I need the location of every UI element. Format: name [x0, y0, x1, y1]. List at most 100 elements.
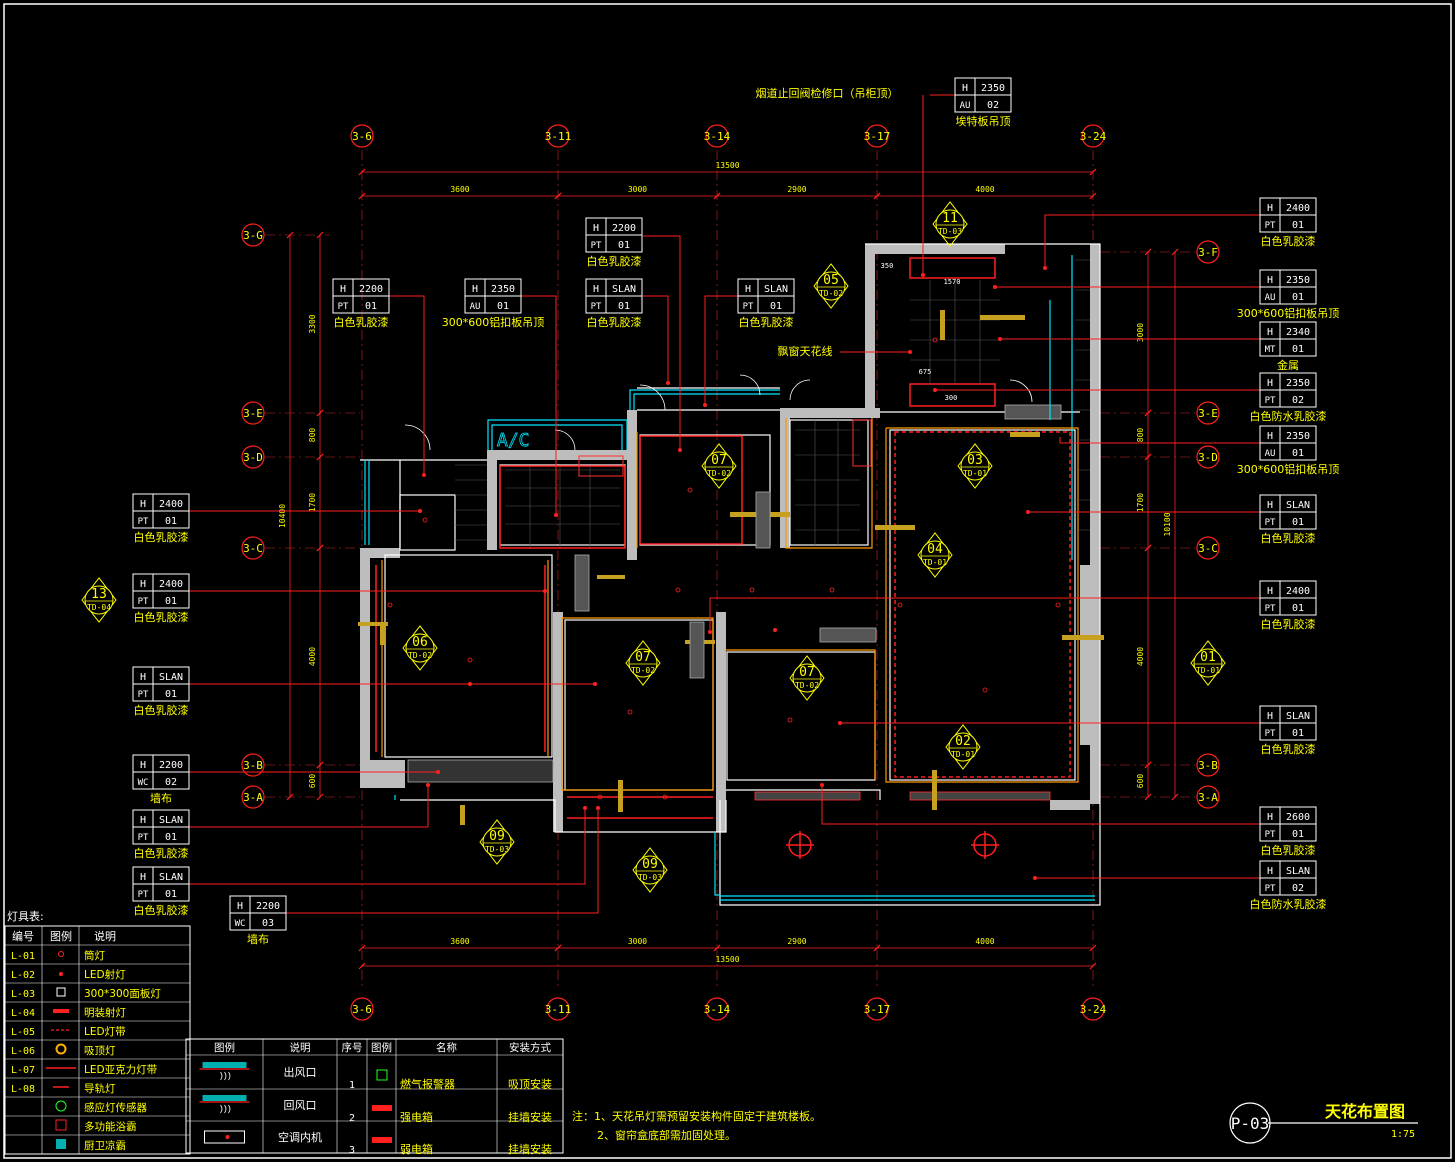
tag-height-key: H [140, 815, 146, 826]
tag-height-value: SLAN [159, 872, 183, 883]
tag-material-label: 白色乳胶漆 [134, 610, 189, 624]
tag-material-code: PT [338, 302, 349, 312]
tag-material-label: 白色乳胶漆 [587, 254, 642, 268]
leader-line [643, 235, 681, 450]
tag-material-number: 01 [165, 889, 177, 900]
section-sheet: TD-01 [923, 558, 947, 567]
tag-height-value: SLAN [159, 815, 183, 826]
light-fixture-mark [749, 587, 755, 593]
grid-bubble-label: 3-14 [704, 1003, 731, 1016]
leader-line [643, 295, 669, 383]
tag-height-key: H [140, 499, 146, 510]
light-fixture-mark [467, 657, 473, 663]
leader-arrowhead [1043, 266, 1047, 270]
light-fixture-mark [932, 337, 938, 343]
equipment-legend-index: 1 [349, 1080, 355, 1091]
equipment-legend-mount: 挂墙安装 [508, 1142, 552, 1156]
light-fixture-mark [1055, 602, 1061, 608]
leader-arrowhead [921, 273, 925, 277]
section-number: 02 [955, 734, 971, 749]
grid-bubble-label: 3-17 [864, 130, 891, 143]
legend-title: 灯具表: [7, 909, 44, 923]
leader-arrowhead [708, 630, 712, 634]
legend-description: LED灯带 [84, 1026, 126, 1038]
grid-column-top-3-17: 3-17 [864, 124, 891, 148]
tag-height-value: 2350 [1286, 275, 1310, 286]
light-fixture-mark [982, 687, 988, 693]
tag-material-label: 白色防水乳胶漆 [1250, 409, 1327, 423]
legend-description: 感应灯传感器 [84, 1101, 147, 1114]
tag-material-code: PT [1265, 830, 1276, 840]
grid-bubble-label: 3-A [243, 791, 263, 804]
light-fixture-mark [897, 602, 903, 608]
tag-material-code: WC [138, 778, 149, 788]
tag-height-key: H [140, 760, 146, 771]
tag-material-number: 01 [165, 596, 177, 607]
tag-material-code: PT [1265, 518, 1276, 528]
tag-height-key: H [745, 284, 751, 295]
legend-header: 编号 [12, 929, 34, 943]
section-number: 13 [91, 587, 107, 602]
grid-bubble-label: 3-6 [352, 1003, 372, 1016]
tag-material-number: 01 [1292, 517, 1304, 528]
dim-left-total: 10400 [278, 504, 287, 528]
grid-row-left-3-G: 3-G [241, 223, 265, 247]
grid-row-left-3-D: 3-D [241, 445, 265, 469]
drawing-scale: 1:75 [1391, 1129, 1415, 1140]
legend-description: 多功能浴霸 [84, 1120, 137, 1133]
grid-bubble-label: 3-D [243, 451, 263, 464]
leader-line [821, 785, 1260, 825]
leader-arrowhead [773, 628, 777, 632]
tag-material-label: 300*600铝扣板吊顶 [442, 315, 545, 329]
tag-height-value: SLAN [159, 672, 183, 683]
light-fixture-mark [387, 602, 393, 608]
tag-material-code: AU [1265, 449, 1276, 459]
equipment-icon [372, 1137, 392, 1143]
grid-bubble-label: 3-F [1198, 246, 1218, 259]
leader-line [189, 808, 586, 885]
tag-material-label: 埃特板吊顶 [956, 114, 1011, 128]
dim-top-segment: 2900 [787, 185, 806, 194]
grid-column-bottom-3-6: 3-6 [350, 997, 374, 1021]
tag-material-number: 01 [1292, 829, 1304, 840]
legend-code: L-03 [11, 989, 35, 1000]
section-sheet: TD-01 [951, 750, 975, 759]
legend-description: 导轨灯 [84, 1082, 116, 1095]
section-number: 09 [489, 829, 505, 844]
light-fixture-mark [787, 717, 793, 723]
section-sheet: TD-01 [963, 469, 987, 478]
tag-height-key: H [1267, 500, 1273, 511]
tag-material-number: 01 [165, 689, 177, 700]
grid-row-right-3-C: 3-C [1196, 536, 1220, 560]
leader-arrowhead [543, 589, 547, 593]
tag-height-key: H [1267, 203, 1273, 214]
tag-material-label: 白色防水乳胶漆 [1250, 897, 1327, 911]
leader-arrowhead [820, 783, 824, 787]
tag-material-code: PT [138, 690, 149, 700]
equipment-legend-name: 弱电箱 [400, 1142, 433, 1156]
tag-material-label: 墙布 [247, 932, 269, 946]
smoke-duct-note: 烟道止回阀检修口（吊柜顶） [756, 86, 899, 100]
equipment-legend-mount: 吸顶安装 [508, 1077, 552, 1091]
dim-right-segment: 600 [1136, 774, 1145, 789]
leader-arrowhead [1033, 876, 1037, 880]
inner-dimension: 1570 [944, 278, 961, 286]
legend-code: L-07 [11, 1065, 35, 1076]
legend-symbol [53, 1009, 69, 1013]
leader-arrowhead [666, 381, 670, 385]
tag-material-label: 300*600铝扣板吊顶 [1237, 462, 1340, 476]
tag-material-code: PT [1265, 396, 1276, 406]
tag-material-number: 01 [1292, 728, 1304, 739]
legend-symbol [55, 1100, 67, 1112]
leader-arrowhead [422, 473, 426, 477]
grid-bubble-label: 3-24 [1080, 130, 1107, 143]
tag-material-label: 金属 [1277, 358, 1299, 372]
dim-top-segment: 4000 [975, 185, 994, 194]
